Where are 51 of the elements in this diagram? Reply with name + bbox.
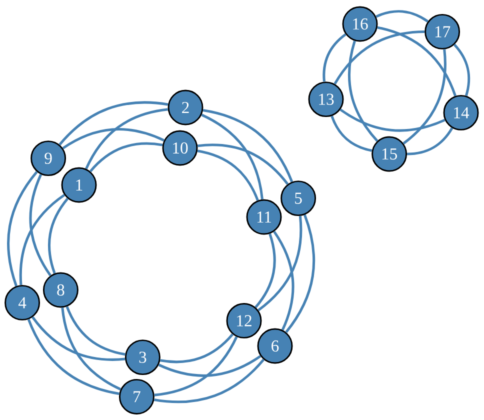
curved-edge — [322, 33, 346, 82]
curved-edge — [197, 150, 259, 201]
curved-edge — [376, 10, 429, 22]
curved-edge — [89, 142, 163, 172]
curved-edge — [32, 316, 126, 361]
graph-node: 10 — [162, 130, 198, 166]
graph-node: 8 — [42, 272, 78, 308]
curved-edge — [198, 144, 289, 185]
curved-edge — [85, 108, 168, 170]
curved-edge — [202, 108, 294, 182]
curved-edge — [154, 336, 238, 396]
curved-edge — [48, 198, 69, 274]
graph-node: 17 — [424, 14, 460, 50]
curved-edge — [7, 171, 38, 286]
graph-node: 13 — [308, 82, 344, 118]
curved-edge — [453, 44, 470, 96]
curved-edge — [334, 30, 425, 85]
curved-edge — [285, 214, 316, 333]
curved-edge — [154, 358, 265, 404]
curved-edge — [58, 101, 168, 146]
graph-node: 2 — [168, 90, 204, 126]
curved-edge — [160, 333, 234, 364]
curved-edge — [340, 108, 446, 132]
graph-node: 6 — [257, 328, 293, 364]
graph-node: 15 — [372, 136, 408, 172]
curved-edge — [201, 114, 264, 200]
graph-node: 4 — [4, 284, 40, 320]
curved-edge — [273, 230, 294, 330]
curved-edge — [402, 49, 446, 144]
curved-edge — [254, 233, 276, 308]
graph-node: 14 — [443, 94, 479, 130]
curved-edge — [377, 26, 456, 96]
graph-node: 16 — [342, 6, 378, 42]
curved-edge — [158, 355, 262, 377]
curved-edge — [61, 307, 122, 390]
graph-node: 9 — [30, 140, 66, 176]
curved-edge — [29, 174, 52, 276]
graph-node: 12 — [226, 302, 262, 338]
graph-node: 5 — [280, 180, 316, 216]
graph-node: 11 — [246, 199, 282, 235]
curved-edge — [27, 318, 120, 396]
curved-edge — [258, 216, 302, 312]
graph-node: 1 — [61, 167, 97, 203]
curved-edge — [348, 40, 378, 142]
curved-edge — [19, 194, 66, 286]
curved-edge — [62, 128, 165, 150]
curved-edge — [330, 116, 372, 152]
graph-node: 3 — [124, 340, 160, 376]
curved-edge — [407, 127, 454, 156]
curved-edge — [66, 306, 126, 356]
graph-node: 7 — [118, 378, 154, 414]
